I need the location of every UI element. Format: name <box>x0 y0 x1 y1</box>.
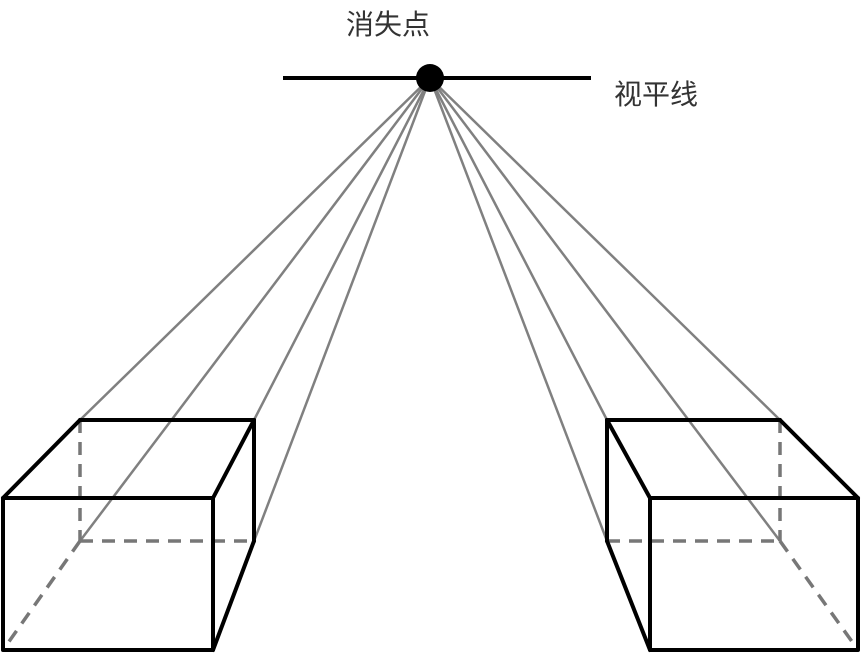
left-box <box>1 418 256 652</box>
guide-line-right-box-back-top-left <box>428 77 609 421</box>
right-box-bottom-left-edge <box>605 539 652 652</box>
right-box <box>605 418 860 652</box>
right-box-front-face <box>648 496 860 652</box>
horizon-line-label: 视平线 <box>614 78 698 111</box>
vanishing-point-dot <box>416 64 444 92</box>
left-box-top-right-edge <box>211 418 256 500</box>
right-box-hidden-depth-edge <box>778 539 860 652</box>
guide-line-left-box-back-top-left <box>79 77 431 421</box>
right-box-top-left-edge <box>605 418 652 500</box>
guide-line-right-box-back-bottom-right <box>429 77 781 542</box>
left-box-hidden-depth-edge <box>1 539 82 652</box>
guide-line-right-box-back-top-right <box>429 77 781 421</box>
right-box-top-right-edge <box>778 418 860 500</box>
guide-line-left-box-back-bottom-left <box>79 77 431 542</box>
left-box-bottom-right-edge <box>211 539 256 652</box>
vanishing-point-label: 消失点 <box>346 8 430 41</box>
convergence-lines <box>79 77 781 542</box>
guide-line-left-box-back-top-right <box>252 77 432 421</box>
guide-line-right-box-back-bottom-left <box>428 77 609 542</box>
left-box-top-left-edge <box>1 418 82 500</box>
guide-line-left-box-back-bottom-right <box>252 77 432 542</box>
left-box-front-face <box>1 496 215 652</box>
